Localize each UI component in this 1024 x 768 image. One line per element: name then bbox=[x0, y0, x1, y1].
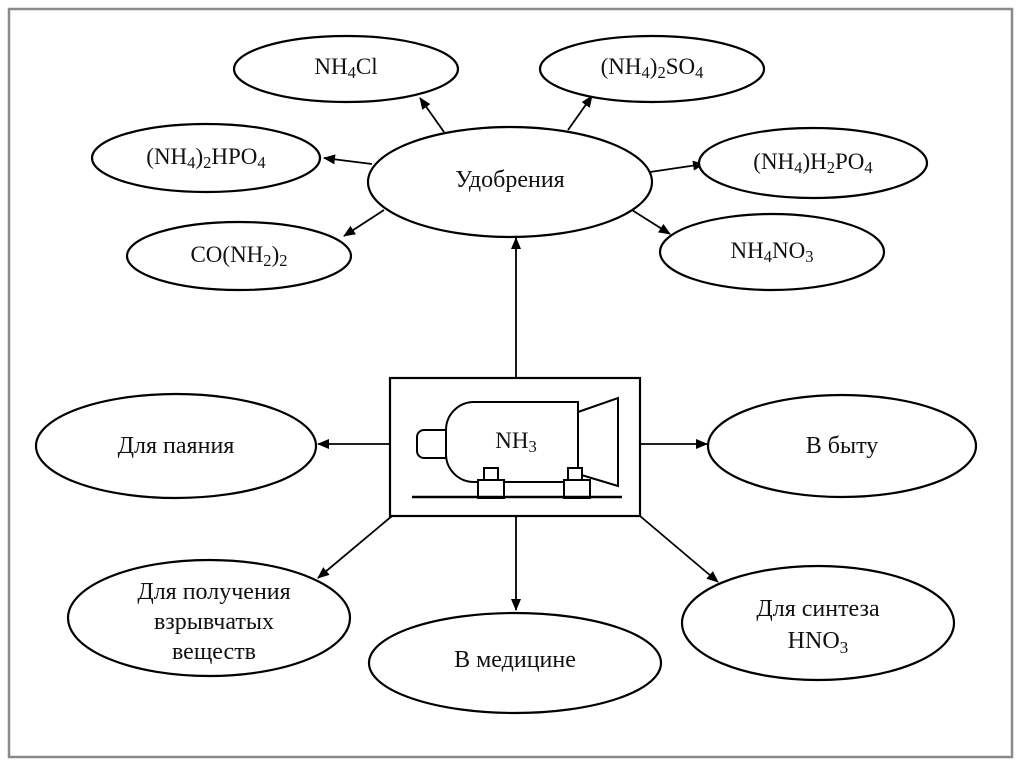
formula-part: 4 bbox=[695, 63, 704, 82]
fertilizer-node-nh4-2hpo4: (NH4)2HPO4 bbox=[90, 122, 322, 194]
edge-hub-to-nh4no3 bbox=[631, 209, 671, 235]
formula-part: 4 bbox=[257, 153, 266, 172]
formula-part: 2 bbox=[657, 63, 665, 82]
label-explosives-line1: Для получения bbox=[137, 579, 290, 605]
formula-part: CO(NH bbox=[190, 242, 263, 267]
node-ellipse bbox=[232, 34, 460, 104]
machine-base-right bbox=[563, 479, 591, 499]
label-medicine: В медицине bbox=[454, 647, 576, 673]
edges bbox=[317, 95, 719, 611]
use-node-hno3: Для синтеза HNO3 bbox=[680, 564, 956, 682]
formula-nh4no3: NH4NO3 bbox=[730, 238, 813, 266]
node-ellipse bbox=[697, 126, 929, 200]
node-ellipse bbox=[34, 392, 318, 500]
formula-nh4h2po4: (NH4)H2PO4 bbox=[753, 149, 873, 177]
node-ellipse bbox=[367, 611, 663, 715]
formula-part: 2 bbox=[203, 153, 211, 172]
fertilizer-node-nh4no3: NH4NO3 bbox=[658, 212, 886, 292]
edge-center-to-explosives bbox=[317, 515, 393, 579]
use-node-medicine: В медицине bbox=[367, 611, 663, 715]
formula-part: 4 bbox=[348, 63, 357, 82]
formula-part: NO bbox=[772, 238, 805, 263]
machine-icon bbox=[412, 396, 622, 499]
node-ellipse bbox=[706, 393, 978, 499]
formula-part: ) bbox=[650, 54, 658, 79]
use-node-household: В быту bbox=[706, 393, 978, 499]
formula-part: (NH bbox=[753, 149, 794, 174]
machine-foot-right bbox=[567, 467, 583, 481]
formula-part: 2 bbox=[279, 251, 287, 270]
formula-part: (NH bbox=[601, 54, 642, 79]
formula-part: 4 bbox=[764, 247, 773, 266]
formula-part: PO bbox=[835, 149, 864, 174]
formula-part: Cl bbox=[356, 54, 378, 79]
formula-nh4-2hpo4: (NH4)2HPO4 bbox=[146, 144, 266, 172]
formula-part: 2 bbox=[827, 158, 835, 177]
formula-part: 4 bbox=[187, 153, 196, 172]
label-explosives-line2: взрывчатых bbox=[154, 609, 274, 635]
use-node-soldering: Для паяния bbox=[34, 392, 318, 500]
edge-hub-to-nh4-2so4 bbox=[567, 95, 593, 131]
machine-base-left bbox=[477, 479, 505, 499]
formula-part: NH bbox=[730, 238, 763, 263]
edge-hub-to-nh4h2po4 bbox=[649, 160, 705, 173]
node-ellipse bbox=[680, 564, 956, 682]
label-explosives-line3: веществ bbox=[172, 639, 256, 665]
formula-part: 4 bbox=[794, 158, 803, 177]
edge-hub-to-urea bbox=[343, 209, 385, 237]
label-soldering: Для паяния bbox=[118, 433, 235, 459]
formula-part: 3 bbox=[805, 247, 813, 266]
formula-part: ) bbox=[272, 242, 280, 267]
edge-hub-to-nh4-2hpo4 bbox=[323, 154, 373, 165]
fertilizer-node-nh4-2so4: (NH4)2SO4 bbox=[538, 34, 766, 104]
node-ellipse bbox=[538, 34, 766, 104]
formula-part: 4 bbox=[641, 63, 650, 82]
formula-urea: CO(NH2)2 bbox=[190, 242, 287, 270]
node-ellipse bbox=[125, 220, 353, 292]
node-ellipse bbox=[658, 212, 886, 292]
center-formula: NH3 bbox=[495, 428, 537, 456]
hub-label: Удобрения bbox=[455, 167, 564, 193]
outer-border bbox=[7, 7, 1014, 759]
formula-nh4-2so4: (NH4)2SO4 bbox=[601, 54, 705, 82]
label-household: В быту bbox=[806, 433, 879, 459]
fertilizer-node-nh4cl: NH4Cl bbox=[232, 34, 460, 104]
formula-nh4cl: NH4Cl bbox=[314, 54, 377, 82]
edge-hub-to-nh4cl bbox=[419, 97, 445, 133]
formula-part: SO bbox=[666, 54, 695, 79]
machine-nozzle bbox=[577, 396, 619, 488]
hub-ellipse bbox=[366, 125, 654, 239]
formula-part: NH bbox=[314, 54, 347, 79]
node-ellipse bbox=[66, 558, 352, 678]
formula-part: (NH bbox=[146, 144, 187, 169]
formula-part: 2 bbox=[263, 251, 271, 270]
machine-foot-left bbox=[483, 467, 499, 481]
center-node-ammonia: NH3 bbox=[388, 376, 642, 518]
formula-part: ) bbox=[195, 144, 203, 169]
label-hno3-line2: HNO3 bbox=[788, 628, 849, 657]
fertilizer-node-urea: CO(NH2)2 bbox=[125, 220, 353, 292]
formula-part: 4 bbox=[864, 158, 873, 177]
formula-part: )H bbox=[802, 149, 826, 174]
label-hno3-line1: Для синтеза bbox=[756, 596, 880, 622]
node-ellipse bbox=[90, 122, 322, 194]
machine-body bbox=[445, 401, 579, 483]
hub-node-fertilizers: Удобрения bbox=[366, 125, 654, 239]
use-node-explosives: Для получения взрывчатых веществ bbox=[66, 558, 352, 678]
edge-center-to-hno3 bbox=[639, 515, 719, 583]
formula-part: HPO bbox=[211, 144, 257, 169]
machine-intake bbox=[416, 429, 447, 459]
fertilizer-node-nh4h2po4: (NH4)H2PO4 bbox=[697, 126, 929, 200]
